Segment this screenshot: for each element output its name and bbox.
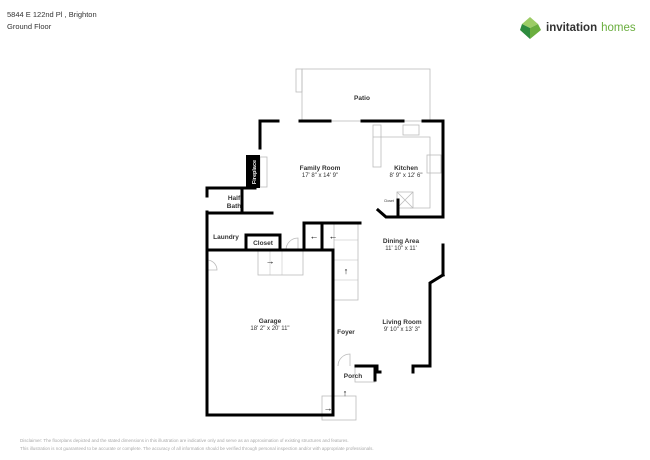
disclaimer-line-2: This illustration is not guaranteed to b… bbox=[20, 446, 374, 451]
closet-label: Closet bbox=[253, 240, 274, 247]
patio-label: Patio bbox=[354, 95, 370, 102]
floor-label: Ground Floor bbox=[7, 22, 52, 31]
logo-mark-icon bbox=[520, 17, 541, 39]
stair-arrow-up-icon: ↑ bbox=[344, 266, 349, 276]
foyer-label: Foyer bbox=[337, 329, 355, 336]
address: 5844 E 122nd Pl , Brighton bbox=[7, 10, 97, 19]
laundry-label: Laundry bbox=[213, 234, 239, 241]
stair-arrow-left-icon: ← bbox=[310, 231, 319, 241]
dining-area-label: Dining Area bbox=[383, 238, 420, 245]
logo-word-invitation: invitation bbox=[546, 22, 598, 34]
stair-arrow-right-icon: → bbox=[324, 403, 333, 413]
living-room-label: Living Room bbox=[382, 319, 422, 326]
dining-area-dim: 11' 10" x 11' bbox=[385, 246, 417, 252]
kitchen-closet-label: Closet bbox=[384, 199, 394, 203]
half-bath-label-2: Bath bbox=[227, 203, 241, 210]
family-room-label: Family Room bbox=[300, 165, 341, 172]
garage-dim: 18' 2" x 20' 11" bbox=[250, 326, 289, 332]
stair-arrow-up-icon: ↑ bbox=[343, 388, 348, 398]
half-bath-label-1: Half bbox=[228, 195, 241, 202]
fireplace-label: Fireplace bbox=[252, 160, 258, 184]
kitchen-label: Kitchen bbox=[394, 165, 418, 172]
garage-label: Garage bbox=[259, 318, 282, 325]
stair-arrow-right-icon: → bbox=[266, 256, 275, 266]
living-room-dim: 9' 10" x 13' 3" bbox=[384, 327, 420, 333]
fireplace bbox=[246, 155, 260, 188]
stair-arrow-left-icon: ← bbox=[329, 231, 338, 241]
disclaimer-line-1: Disclaimer: The floorplans depicted and … bbox=[20, 438, 349, 443]
porch-label: Porch bbox=[344, 373, 362, 380]
kitchen-dim: 8' 9" x 12' 6" bbox=[390, 173, 423, 179]
family-room-dim: 17' 8" x 14' 9" bbox=[302, 173, 338, 179]
logo-word-homes: homes bbox=[601, 22, 636, 34]
